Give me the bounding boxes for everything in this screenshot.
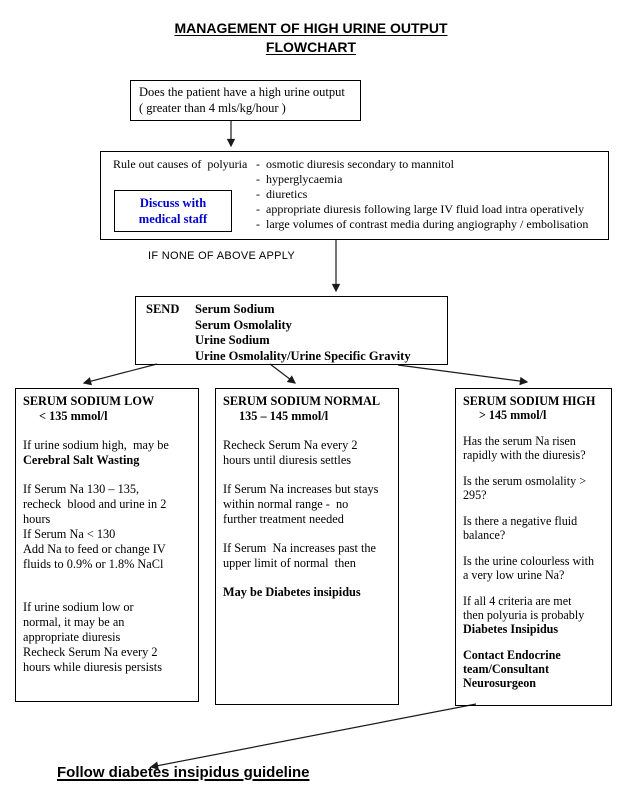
text-line: a very low urine Na? (463, 568, 565, 582)
discuss-line1: Discuss with (139, 196, 207, 210)
column-box-sodium-normal: SERUM SODIUM NORMAL 135 – 145 mmol/l Rec… (215, 388, 399, 705)
column-high-subtitle: > 145 mmol/l (479, 408, 547, 422)
text-line: balance? (463, 528, 506, 542)
column-low-title: SERUM SODIUM LOW (23, 394, 155, 408)
text-line: hours (23, 512, 51, 526)
text-line: If Serum Na increases but stays (223, 482, 379, 496)
text-line: - diuretics (256, 187, 308, 201)
follow-guideline-label: Follow diabetes insipidus guideline (57, 764, 310, 781)
text-line: - hyperglycaemia (256, 172, 343, 186)
question-box: Does the patient have a high urine outpu… (130, 80, 361, 121)
text-line: Has the serum Na risen (463, 434, 576, 448)
text-line: further treatment needed (223, 512, 344, 526)
text-line: If urine sodium low or (23, 600, 134, 614)
column-high-title: SERUM SODIUM HIGH (463, 394, 596, 408)
text-line: Diabetes Insipidus (463, 622, 559, 636)
column-normal-subtitle: 135 – 145 mmol/l (239, 409, 329, 423)
connector-send-to-low (82, 363, 158, 386)
text-line: May be Diabetes insipidus (223, 585, 361, 599)
text-line: Serum Osmolality (195, 317, 292, 332)
column-box-sodium-high: SERUM SODIUM HIGH > 145 mmol/l Has the s… (455, 388, 612, 706)
text-line: within normal range - no (223, 497, 349, 511)
connector-send-to-normal (269, 363, 297, 384)
text-line: team/Consultant (463, 662, 550, 676)
text-line: Is the serum osmolality > (463, 474, 587, 488)
text-line: Cerebral Salt Wasting (23, 453, 140, 467)
text-line: Recheck Serum Na every 2 (223, 438, 358, 452)
column-high-heading: SERUM SODIUM HIGH > 145 mmol/l (463, 394, 604, 422)
column-normal-title: SERUM SODIUM NORMAL (223, 394, 381, 408)
text-line: Contact Endocrine (463, 648, 561, 662)
text-line: If Serum Na < 130 (23, 527, 116, 541)
text-line: - appropriate diuresis following large I… (256, 202, 585, 216)
text-line: upper limit of normal then (223, 556, 356, 570)
column-box-sodium-low: SERUM SODIUM LOW < 135 mmol/l If urine s… (15, 388, 199, 702)
text-line: rapidly with the diuresis? (463, 448, 586, 462)
text-line: - osmotic diuresis secondary to mannitol (256, 157, 454, 171)
text-line: If all 4 criteria are met (463, 594, 572, 608)
text-line: recheck blood and urine in 2 (23, 497, 167, 511)
question-line2: ( greater than 4 mls/kg/hour ) (139, 101, 286, 115)
discuss-box: Discuss with medical staff (114, 190, 232, 232)
page-title: MANAGEMENT OF HIGH URINE OUTPUT FLOWCHAR… (0, 19, 622, 57)
text-line: Recheck Serum Na every 2 (23, 645, 158, 659)
text-line: 295? (463, 488, 487, 502)
ruleout-box: Rule out causes of polyuria - osmotic di… (100, 151, 609, 240)
discuss-line2: medical staff (138, 212, 208, 226)
column-low-subtitle: < 135 mmol/l (39, 409, 108, 423)
text-line: - large volumes of contrast media during… (256, 217, 589, 231)
text-line: normal, it may be an (23, 615, 125, 629)
send-label: SEND (146, 302, 180, 316)
text-line: Is there a negative fluid (463, 514, 578, 528)
text-line: Urine Sodium (195, 333, 270, 347)
column-low-heading: SERUM SODIUM LOW < 135 mmol/l (23, 394, 191, 424)
text-line: Add Na to feed or change IV (23, 542, 166, 556)
page-title-line1: MANAGEMENT OF HIGH URINE OUTPUT (174, 20, 448, 36)
text-line: If urine sodium high, may be (23, 438, 169, 452)
connector-send-to-high (397, 364, 529, 386)
text-line: Neurosurgeon (463, 676, 537, 690)
polyuria-causes-list: - osmotic diuresis secondary to mannitol… (256, 157, 588, 232)
text-line: fluids to 0.9% or 1.8% NaCl (23, 557, 164, 571)
text-line: hours until diuresis settles (223, 453, 352, 467)
text-line: If Serum Na increases past the (223, 541, 376, 555)
connector-high-to-guideline (149, 703, 477, 770)
text-line: appropriate diuresis (23, 630, 121, 644)
text-line: hours while diuresis persists (23, 660, 163, 674)
text-line: If Serum Na 130 – 135, (23, 482, 140, 496)
column-normal-heading: SERUM SODIUM NORMAL 135 – 145 mmol/l (223, 394, 391, 424)
ruleout-label: Rule out causes of polyuria (113, 157, 248, 171)
if-none-apply-label: IF NONE OF ABOVE APPLY (148, 250, 295, 262)
text-line: then polyuria is probably (463, 608, 585, 622)
text-line: Is the urine colourless with (463, 554, 594, 568)
page-title-line2: FLOWCHART (265, 39, 357, 55)
question-line1: Does the patient have a high urine outpu… (139, 85, 345, 99)
text-line: Urine Osmolality/Urine Specific Gravity (195, 348, 411, 363)
text-line: Serum Sodium (195, 302, 275, 316)
